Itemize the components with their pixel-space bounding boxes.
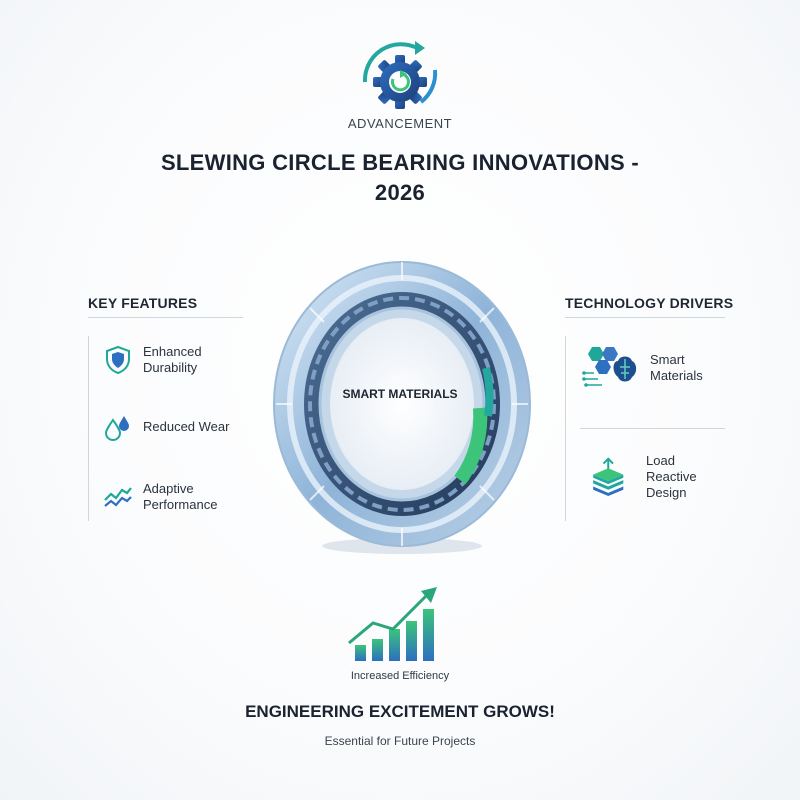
driver-item-load-reactive-design: Load Reactive Design xyxy=(590,452,726,502)
footer-title: ENGINEERING EXCITEMENT GROWS! xyxy=(245,702,555,721)
page-title: SLEWING CIRCLE BEARING INNOVATIONS - 202… xyxy=(160,150,640,205)
feature-label: Enhanced Durability xyxy=(143,344,202,375)
feature-item-reduced-wear: Reduced Wear xyxy=(103,412,238,442)
ring-label: SMART MATERIALS xyxy=(342,387,458,401)
trend-wave-icon xyxy=(104,487,132,507)
feature-label: Reduced Wear xyxy=(143,419,230,434)
slewing-bearing-ring xyxy=(273,261,531,554)
feature-item-adaptive-performance: Adaptive Performance xyxy=(103,481,238,513)
shield-icon xyxy=(106,345,130,375)
eyebrow-label: ADVANCEMENT xyxy=(347,116,453,131)
technology-drivers-heading: TECHNOLOGY DRIVERS xyxy=(565,295,734,311)
divider xyxy=(88,317,243,318)
driver-label: Smart Materials xyxy=(650,352,703,383)
gear-cycle-icon xyxy=(362,41,438,109)
key-features-heading: KEY FEATURES xyxy=(88,295,198,311)
divider xyxy=(565,336,566,521)
divider xyxy=(565,317,725,318)
efficiency-label: Increased Efficiency xyxy=(350,670,450,682)
divider xyxy=(88,336,89,521)
growth-bar-chart-icon xyxy=(348,587,437,661)
footer-subtitle: Essential for Future Projects xyxy=(324,734,476,748)
divider xyxy=(580,428,725,429)
driver-item-smart-materials: Smart Materials xyxy=(582,343,730,393)
layers-arrow-icon xyxy=(593,457,624,497)
driver-label: Load Reactive Design xyxy=(646,453,697,500)
hexagon-brain-icon xyxy=(582,347,637,387)
drops-icon xyxy=(104,416,129,441)
feature-label: Adaptive Performance xyxy=(143,481,218,512)
feature-item-enhanced-durability: Enhanced Durability xyxy=(103,344,238,376)
